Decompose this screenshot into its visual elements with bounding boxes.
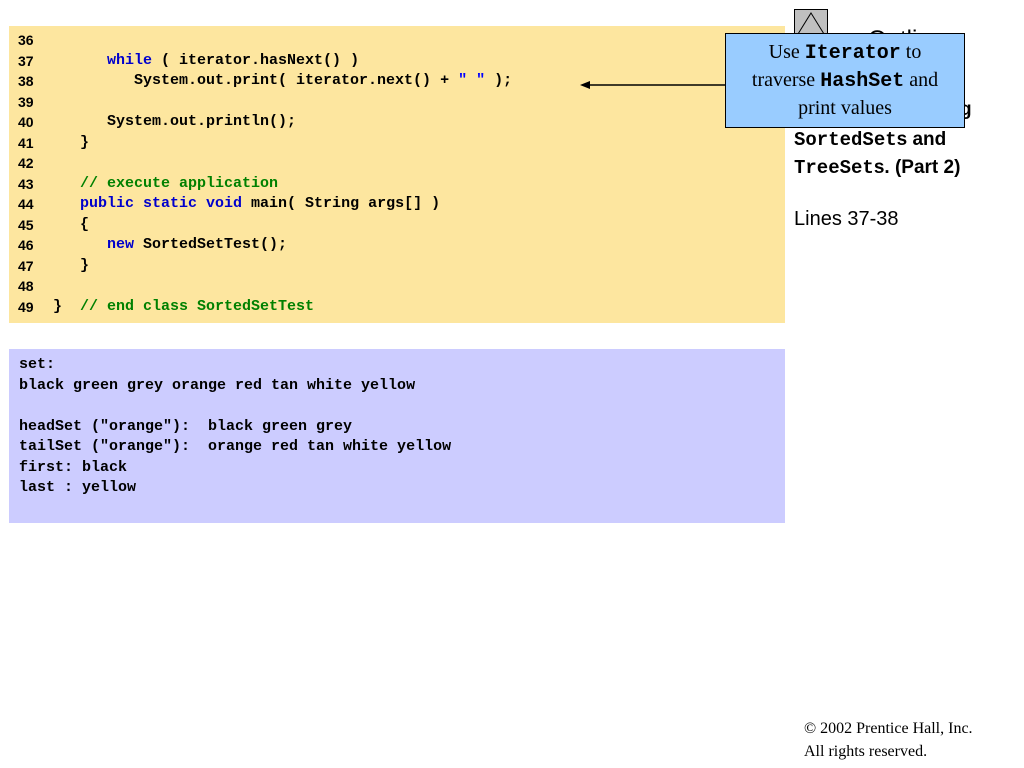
code-token: System.out.print( iterator.next() +: [53, 72, 459, 89]
line-number: 37: [18, 52, 34, 69]
output-line: headSet ("orange"): black green grey: [19, 417, 353, 435]
code-token: ( iterator.hasNext() ): [152, 51, 360, 69]
line-number: 47: [18, 257, 34, 274]
code-token: System.out.println();: [53, 113, 297, 130]
line-number: 38: [18, 73, 34, 89]
code-token: [53, 195, 80, 212]
callout-text: print values: [798, 97, 892, 119]
code-text: new SortedSetTest();: [53, 235, 287, 255]
copyright-footer: © 2002 Prentice Hall, Inc. All rights re…: [804, 717, 973, 763]
line-number: 36: [18, 32, 34, 48]
line-number: 45: [18, 216, 34, 233]
code-text: System.out.print( iterator.next() + " " …: [53, 71, 512, 91]
line-number: 40: [18, 114, 34, 130]
code-token: main( String args[] ): [242, 195, 441, 212]
code-text: {: [53, 215, 89, 235]
program-output-panel: set: black green grey orange red tan whit…: [9, 349, 785, 523]
callout-text: traverse: [751, 69, 821, 91]
code-token: }: [53, 297, 81, 315]
comment: // execute application: [80, 174, 279, 192]
callout-arrow: [580, 81, 725, 89]
line-number: 49: [18, 298, 34, 315]
code-token: [53, 52, 107, 69]
code-token: [53, 236, 107, 253]
sortedset-rest: s and: [896, 129, 947, 150]
line-number: 44: [18, 196, 34, 212]
line-number: 41: [18, 134, 34, 151]
callout-box: Use Iterator to traverse HashSet and pri…: [725, 33, 965, 128]
code-text: public static void main( String args[] ): [53, 194, 440, 214]
code-text: } // end class SortedSetTest: [53, 297, 314, 317]
output-line: last : yellow: [19, 479, 137, 496]
treeset-mono: TreeSet: [794, 157, 874, 179]
callout-iterator: Iterator: [804, 42, 901, 65]
rights-text: All rights reserved.: [804, 743, 928, 760]
copyright-text: © 2002 Prentice Hall, Inc.: [804, 720, 973, 737]
code-token: );: [485, 72, 513, 89]
output-line: black green grey orange red tan white ye…: [19, 376, 416, 394]
comment: // end class SortedSetTest: [80, 297, 315, 315]
lines-reference: Lines 37-38: [794, 208, 899, 230]
line-number: 39: [18, 93, 34, 110]
code-token: {: [53, 215, 90, 233]
code-token: }: [53, 133, 90, 151]
string-literal: " ": [458, 72, 486, 89]
treeset-rest: s. (Part 2): [873, 157, 961, 178]
code-text: }: [53, 256, 89, 276]
code-token: [53, 175, 80, 192]
code-text: // execute application: [53, 174, 278, 194]
callout-hashset: HashSet: [820, 70, 905, 93]
callout-text: to: [900, 41, 922, 63]
keyword: while: [107, 51, 153, 69]
output-line: first: black: [19, 458, 128, 476]
line-number: 43: [18, 175, 34, 192]
output-line: tailSet ("orange"): orange red tan white…: [19, 438, 452, 455]
sidebar-heading-line3: TreeSets. (Part 2): [794, 154, 960, 182]
line-number: 48: [18, 278, 34, 294]
sidebar-heading-suffix: g: [960, 99, 972, 120]
output-line: set:: [19, 356, 56, 373]
code-token: }: [53, 256, 90, 274]
line-number: 46: [18, 237, 34, 253]
code-text: System.out.println();: [53, 112, 296, 132]
keyword: new: [107, 236, 135, 253]
callout-text: Use: [768, 41, 805, 63]
sortedset-mono: SortedSet: [794, 129, 897, 151]
code-text: }: [53, 133, 89, 153]
sidebar-heading-line2: SortedSets and: [794, 126, 946, 154]
code-token: SortedSetTest();: [134, 236, 288, 253]
line-number: 42: [18, 155, 34, 171]
code-text: while ( iterator.hasNext() ): [53, 51, 359, 71]
keyword: public static void: [80, 195, 243, 212]
callout-text: and: [904, 69, 939, 91]
code-listing-panel: 36 37 while ( iterator.hasNext() ) 38 Syst…: [9, 26, 785, 323]
